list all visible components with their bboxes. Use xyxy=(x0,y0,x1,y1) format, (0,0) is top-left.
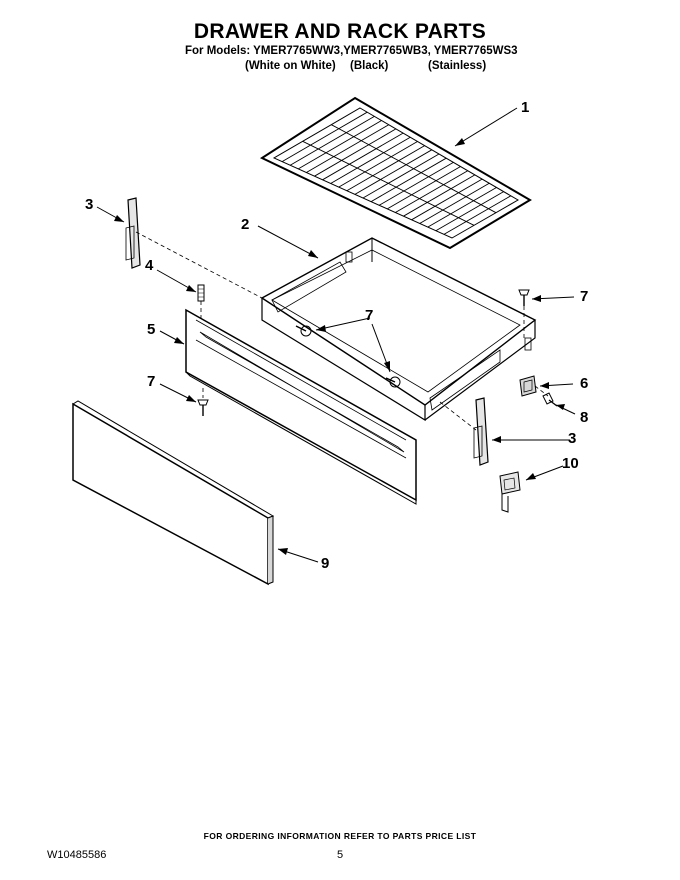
callout-7-right: 7 xyxy=(580,288,588,305)
clip-part xyxy=(519,375,537,397)
bracket-part xyxy=(499,471,521,513)
callout-1: 1 xyxy=(521,99,529,116)
drawer-slide-left xyxy=(125,197,141,269)
oven-rack xyxy=(259,96,532,250)
callout-3-right: 3 xyxy=(568,430,576,447)
assembly-lines xyxy=(135,231,549,431)
document-number: W10485586 xyxy=(47,849,107,861)
drawer-slide-right xyxy=(473,397,489,466)
leader-arrows xyxy=(114,138,565,555)
callout-9: 9 xyxy=(321,555,329,572)
callout-4: 4 xyxy=(145,257,154,274)
variant-white: (White on White) xyxy=(245,60,336,72)
drawer-box xyxy=(260,237,537,422)
callout-labels: 1 2 3 4 5 7 7 6 8 3 10 9 7 xyxy=(85,99,588,572)
callout-8: 8 xyxy=(580,409,588,426)
screw-front xyxy=(197,399,209,416)
models-line: For Models: YMER7765WW3,YMER7765WB3, YME… xyxy=(185,45,518,57)
variant-black: (Black) xyxy=(350,60,389,72)
screw-inner-right xyxy=(385,376,401,388)
callout-3-left: 3 xyxy=(85,196,93,213)
screw-top-right xyxy=(518,289,530,306)
callout-5: 5 xyxy=(147,321,155,338)
callout-6: 6 xyxy=(580,375,588,392)
variant-stainless: (Stainless) xyxy=(428,60,487,72)
ordering-note: FOR ORDERING INFORMATION REFER TO PARTS … xyxy=(203,831,477,841)
screw-part-8 xyxy=(542,392,558,407)
stud-part xyxy=(197,284,205,302)
callout-2: 2 xyxy=(241,216,249,233)
screw-inner-left xyxy=(295,325,312,337)
page-title: DRAWER AND RACK PARTS xyxy=(193,20,487,43)
callout-7-inner: 7 xyxy=(365,307,373,324)
drawer-skin-panel xyxy=(72,400,275,586)
callout-7-left: 7 xyxy=(147,373,155,390)
callout-10: 10 xyxy=(562,455,579,472)
drawer-front-panel xyxy=(185,308,417,505)
page-number: 5 xyxy=(337,849,344,861)
